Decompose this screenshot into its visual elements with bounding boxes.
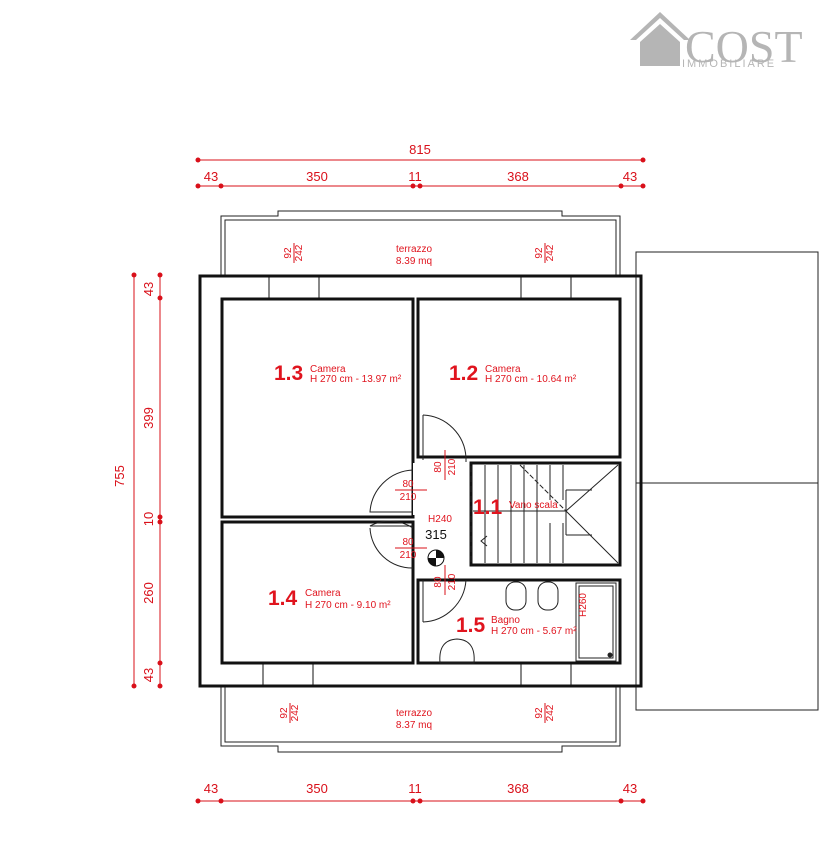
window-width: 92 xyxy=(279,707,290,719)
terrace-label: terrazzo xyxy=(396,244,433,255)
level-marker-icon xyxy=(427,549,445,567)
window-height: 242 xyxy=(545,704,556,721)
dim-label: 43 xyxy=(141,668,156,682)
room-1-3: 1.3 Camera H 270 cm - 13.97 m² xyxy=(274,362,402,385)
window-width: 92 xyxy=(534,707,545,719)
adjacent-building xyxy=(635,251,819,711)
terrace-bottom: terrazzo 8.37 mq xyxy=(220,686,621,753)
window-height: 242 xyxy=(294,244,305,261)
walls xyxy=(198,274,643,688)
dim-label: 43 xyxy=(204,169,218,184)
toilet-icon xyxy=(537,581,559,611)
dim-total: 815 xyxy=(409,142,431,157)
room-number: 1.3 xyxy=(274,362,303,385)
terrace-area: 8.39 mq xyxy=(396,256,432,267)
dimension-bottom: 43 350 11 368 43 xyxy=(195,781,646,804)
logo: COST IMMOBILIARE xyxy=(630,12,803,72)
hall-level: 315 xyxy=(425,527,447,542)
dim-label: 10 xyxy=(141,512,156,526)
door-height: 210 xyxy=(447,573,458,590)
room-number: 1.4 xyxy=(268,587,298,610)
dim-total-vertical: 755 xyxy=(112,465,127,487)
shower-icon xyxy=(575,582,617,662)
room-name: Bagno xyxy=(491,615,520,626)
sink-icon xyxy=(439,638,475,664)
door-height: 210 xyxy=(447,458,458,475)
doors xyxy=(369,414,472,623)
window-labels: 92 242 92 242 92 242 92 242 xyxy=(279,243,556,723)
window-height: 242 xyxy=(545,244,556,261)
room-name: Camera xyxy=(310,364,346,375)
window-width: 92 xyxy=(534,247,545,259)
dimension-left: 755 43 399 10 260 43 xyxy=(112,272,163,689)
terrace-top: terrazzo 8.39 mq xyxy=(220,210,621,276)
room-1-1: 1.1 Vano scala xyxy=(473,496,558,519)
dim-label: 368 xyxy=(507,781,529,796)
dim-label: 43 xyxy=(204,781,218,796)
room-detail: H 270 cm - 13.97 m² xyxy=(310,374,402,385)
room-1-4: 1.4 Camera H 270 cm - 9.10 m² xyxy=(268,587,391,611)
room-number: 1.1 xyxy=(473,496,503,519)
room-number: 1.2 xyxy=(449,362,478,385)
dim-label: 11 xyxy=(408,169,422,184)
door-height: 210 xyxy=(400,550,417,561)
door-width: 80 xyxy=(433,576,444,588)
shower-tray xyxy=(578,585,614,659)
door-width: 80 xyxy=(402,479,414,490)
window-width: 92 xyxy=(283,247,294,259)
door-height: 210 xyxy=(400,492,417,503)
bathroom-fixtures xyxy=(439,581,617,664)
door-width: 80 xyxy=(402,537,414,548)
door-width: 80 xyxy=(433,461,444,473)
door-labels: 80 210 80 210 80 210 80 210 xyxy=(395,450,458,595)
dim-label: 11 xyxy=(408,781,422,796)
bidet-icon xyxy=(505,581,527,611)
dim-label: 260 xyxy=(141,582,156,604)
window-height: 242 xyxy=(290,704,301,721)
dim-label: 350 xyxy=(306,169,328,184)
dimension-top: 815 43 350 11 368 43 xyxy=(195,142,646,189)
room-name: Vano scala xyxy=(509,500,558,511)
room-1-2: 1.2 Camera H 270 cm - 10.64 m² xyxy=(449,362,577,385)
room-1-5: 1.5 Bagno H 270 cm - 5.67 m² xyxy=(456,614,577,637)
logo-subtitle: IMMOBILIARE xyxy=(682,58,776,70)
room-detail: H 270 cm - 9.10 m² xyxy=(305,600,391,611)
logo-name: COST xyxy=(685,21,803,72)
dim-label: 350 xyxy=(306,781,328,796)
terrace-area: 8.37 mq xyxy=(396,720,432,731)
shower-height: H260 xyxy=(578,593,589,617)
dim-label: 399 xyxy=(141,407,156,429)
hall-height: H240 xyxy=(428,514,452,525)
dim-label: 368 xyxy=(507,169,529,184)
dim-label: 43 xyxy=(141,282,156,296)
room-name: Camera xyxy=(485,364,521,375)
dim-label: 43 xyxy=(623,781,637,796)
room-detail: H 270 cm - 10.64 m² xyxy=(485,374,577,385)
room-name: Camera xyxy=(305,588,341,599)
windows xyxy=(262,276,572,686)
room-number: 1.5 xyxy=(456,614,486,637)
room-detail: H 270 cm - 5.67 m² xyxy=(491,626,577,637)
terrace-label: terrazzo xyxy=(396,708,433,719)
staircase xyxy=(473,464,619,564)
dim-label: 43 xyxy=(623,169,637,184)
